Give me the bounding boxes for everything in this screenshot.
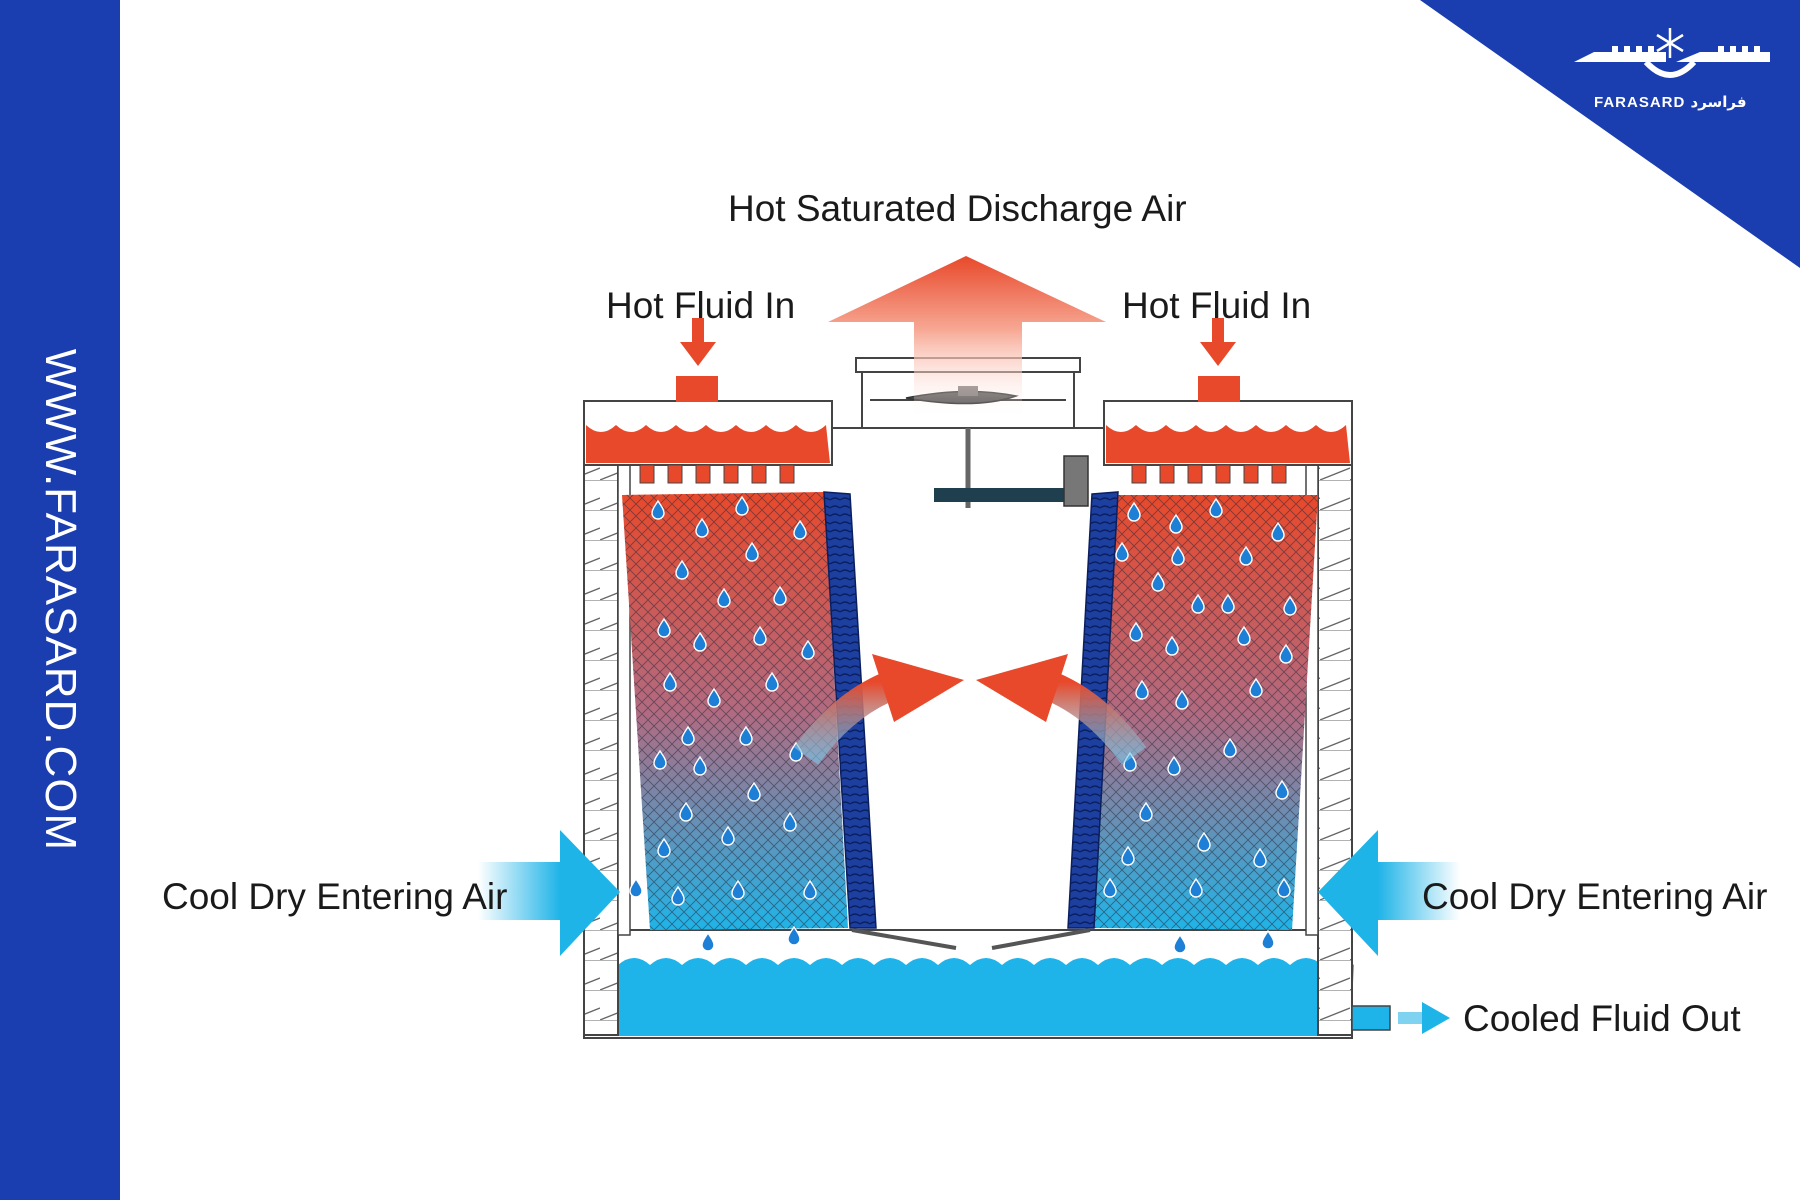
right-drain-trough (991, 928, 1091, 950)
motor-icon (1063, 455, 1089, 507)
logo-text: FARASARD فراسرد (1594, 95, 1747, 110)
right-drain-trough-inner (991, 933, 1091, 953)
logo-arch (1643, 59, 1697, 78)
outlet-pipe (1351, 1005, 1391, 1031)
water-basin (586, 958, 1354, 1036)
cooled-fluid-out-arrow-icon (1398, 1002, 1450, 1034)
logo-emblem (1574, 46, 1770, 62)
left-inlet-nozzle (676, 376, 718, 402)
cool-air-left-label: Cool Dry Entering Air (162, 876, 508, 917)
cool-air-in-right-arrow-icon (1318, 830, 1460, 956)
sidebar: WWW.FARASARD.COM (0, 0, 120, 1200)
cool-air-in-left-arrow-icon (478, 830, 620, 956)
hot-fluid-in-left-label: Hot Fluid In (606, 285, 796, 326)
left-distribution-basin (583, 376, 833, 484)
discharge-arrow-icon (828, 256, 1106, 420)
right-distribution-basin (1103, 376, 1353, 484)
internal-air-arrow-right-icon (976, 654, 1147, 765)
right-inlet-nozzle (1198, 376, 1240, 402)
cool-air-right-label: Cool Dry Entering Air (1422, 876, 1768, 917)
cooled-fluid-out-label: Cooled Fluid Out (1463, 998, 1741, 1039)
right-casing (1317, 464, 1353, 1036)
drive-bar (934, 488, 1076, 502)
left-fill-media (622, 492, 848, 930)
brand-logo[interactable] (1574, 28, 1770, 78)
discharge-air-label: Hot Saturated Discharge Air (728, 188, 1187, 229)
logo-latin: FARASARD (1594, 94, 1686, 111)
right-fill-media (1094, 495, 1318, 930)
left-casing (583, 464, 619, 1036)
hot-fluid-in-left-arrow-icon (680, 318, 716, 366)
left-drain-trough-inner (851, 933, 957, 953)
internal-air-arrow-left-icon (793, 654, 964, 765)
left-drain-trough (851, 928, 957, 950)
snowflake-icon (1656, 28, 1684, 58)
hot-fluid-in-right-label: Hot Fluid In (1122, 285, 1312, 326)
hot-fluid-in-right-arrow-icon (1200, 318, 1236, 366)
logo-persian: فراسرد (1690, 94, 1747, 111)
